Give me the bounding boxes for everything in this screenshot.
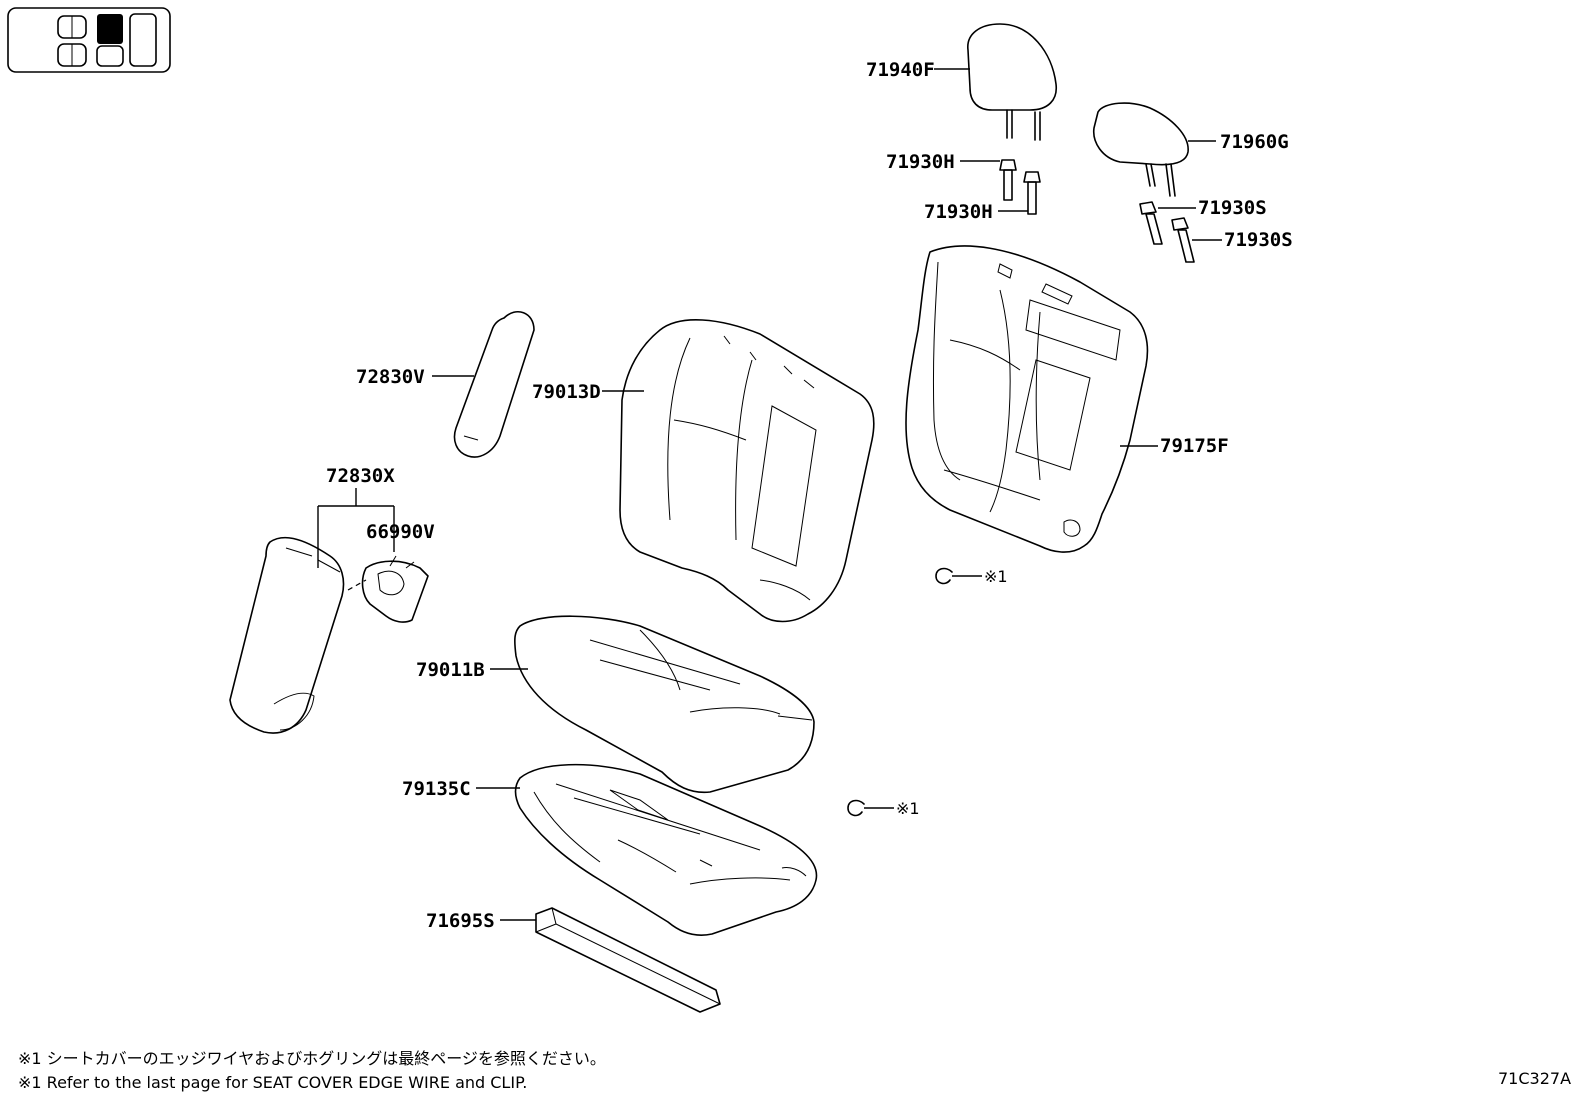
- footnote-en: ※1 Refer to the last page for SEAT COVER…: [18, 1073, 527, 1092]
- clip-icon-2: [847, 799, 894, 817]
- footnote-jp: ※1 シートカバーのエッジワイヤおよびホグリングは最終ページを参照ください。: [18, 1049, 606, 1068]
- label-79175f: 79175F: [1160, 435, 1229, 457]
- seat-locator-icon: [7, 7, 171, 73]
- label-79135c: 79135C: [402, 778, 471, 800]
- armrest-72830v: [453, 310, 535, 458]
- label-72830v: 72830V: [356, 366, 425, 388]
- label-72830x: 72830X: [326, 465, 395, 487]
- label-71930h-a: 71930H: [886, 151, 955, 173]
- headrest-71940f: [967, 23, 1057, 141]
- label-71695s: 71695S: [426, 910, 495, 932]
- seat-cushion-cover-79011b: [514, 615, 815, 794]
- label-71960g: 71960G: [1220, 131, 1289, 153]
- seatback-cover-79013d: [619, 319, 875, 623]
- label-66990v: 66990V: [366, 521, 435, 543]
- ref-label-2: ※1: [896, 799, 920, 818]
- headrest-support-71930s: [1139, 201, 1195, 263]
- label-71940f: 71940F: [866, 59, 935, 81]
- seatback-frame-79175f: [905, 245, 1149, 553]
- seat-cushion-frame-79135c: [514, 763, 818, 937]
- headrest-71960g: [1093, 102, 1189, 197]
- pad-71695s: [535, 907, 721, 1013]
- armrest-assy-72830x: [229, 536, 345, 734]
- clip-icon-1: [935, 567, 982, 585]
- label-79011b: 79011B: [416, 659, 485, 681]
- label-71930h-b: 71930H: [924, 201, 993, 223]
- bracket-66990v: [361, 555, 429, 623]
- ref-label-1: ※1: [984, 567, 1008, 586]
- label-71930s-a: 71930S: [1198, 197, 1267, 219]
- label-79013d: 79013D: [532, 381, 601, 403]
- diagram-code: 71C327A: [1498, 1069, 1571, 1088]
- headrest-support-71930h: [999, 159, 1041, 215]
- label-71930s-b: 71930S: [1224, 229, 1293, 251]
